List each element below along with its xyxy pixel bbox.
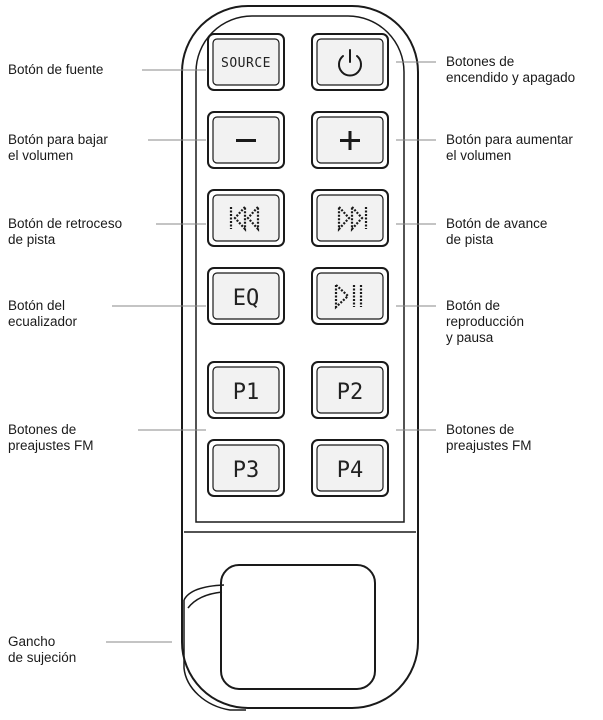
leader-lines: [106, 61, 436, 643]
power-icon: [338, 49, 362, 77]
p4-button-label: P4: [337, 458, 364, 483]
callout-presets-left: Botones de preajustes FM: [8, 422, 94, 453]
button-play-pause[interactable]: [311, 267, 389, 325]
button-volume-up[interactable]: [311, 111, 389, 169]
button-track-back[interactable]: [207, 189, 285, 247]
button-source[interactable]: SOURCE: [207, 33, 285, 91]
button-preset-1[interactable]: P1: [207, 361, 285, 419]
callout-hook: Gancho de sujeción: [8, 634, 77, 665]
button-preset-3[interactable]: P3: [207, 439, 285, 497]
source-button-label: SOURCE: [221, 56, 271, 71]
callout-equalizer: Botón del ecualizador: [8, 298, 78, 329]
button-equalizer[interactable]: EQ: [207, 267, 285, 325]
callout-volume-up: Botón para aumentar el volumen: [446, 132, 573, 163]
skip-back-icon: [229, 204, 260, 232]
p3-button-label: P3: [233, 458, 260, 483]
callout-track-back: Botón de retroceso de pista: [8, 216, 123, 247]
callout-play-pause: Botón de reproducción y pausa: [446, 298, 525, 345]
callout-power: Botones de encendido y apagado: [446, 54, 576, 85]
p2-button-label: P2: [337, 380, 364, 405]
callout-presets-right: Botones de preajustes FM: [446, 422, 532, 453]
play-pause-icon: [334, 282, 363, 310]
remote-body: [181, 5, 419, 709]
eq-button-label: EQ: [233, 286, 260, 311]
p1-button-label: P1: [233, 380, 260, 405]
minus-icon: [236, 139, 256, 142]
button-volume-down[interactable]: [207, 111, 285, 169]
callout-track-forward: Botón de avance de pista: [446, 216, 548, 247]
skip-forward-icon: [337, 204, 368, 232]
callout-volume-down: Botón para bajar el volumen: [8, 132, 108, 163]
button-power[interactable]: [311, 33, 389, 91]
button-track-forward[interactable]: [311, 189, 389, 247]
hook-clip: [183, 564, 376, 711]
callout-source: Botón de fuente: [8, 62, 104, 77]
plus-icon: [340, 131, 360, 150]
button-preset-4[interactable]: P4: [311, 439, 389, 497]
button-preset-2[interactable]: P2: [311, 361, 389, 419]
